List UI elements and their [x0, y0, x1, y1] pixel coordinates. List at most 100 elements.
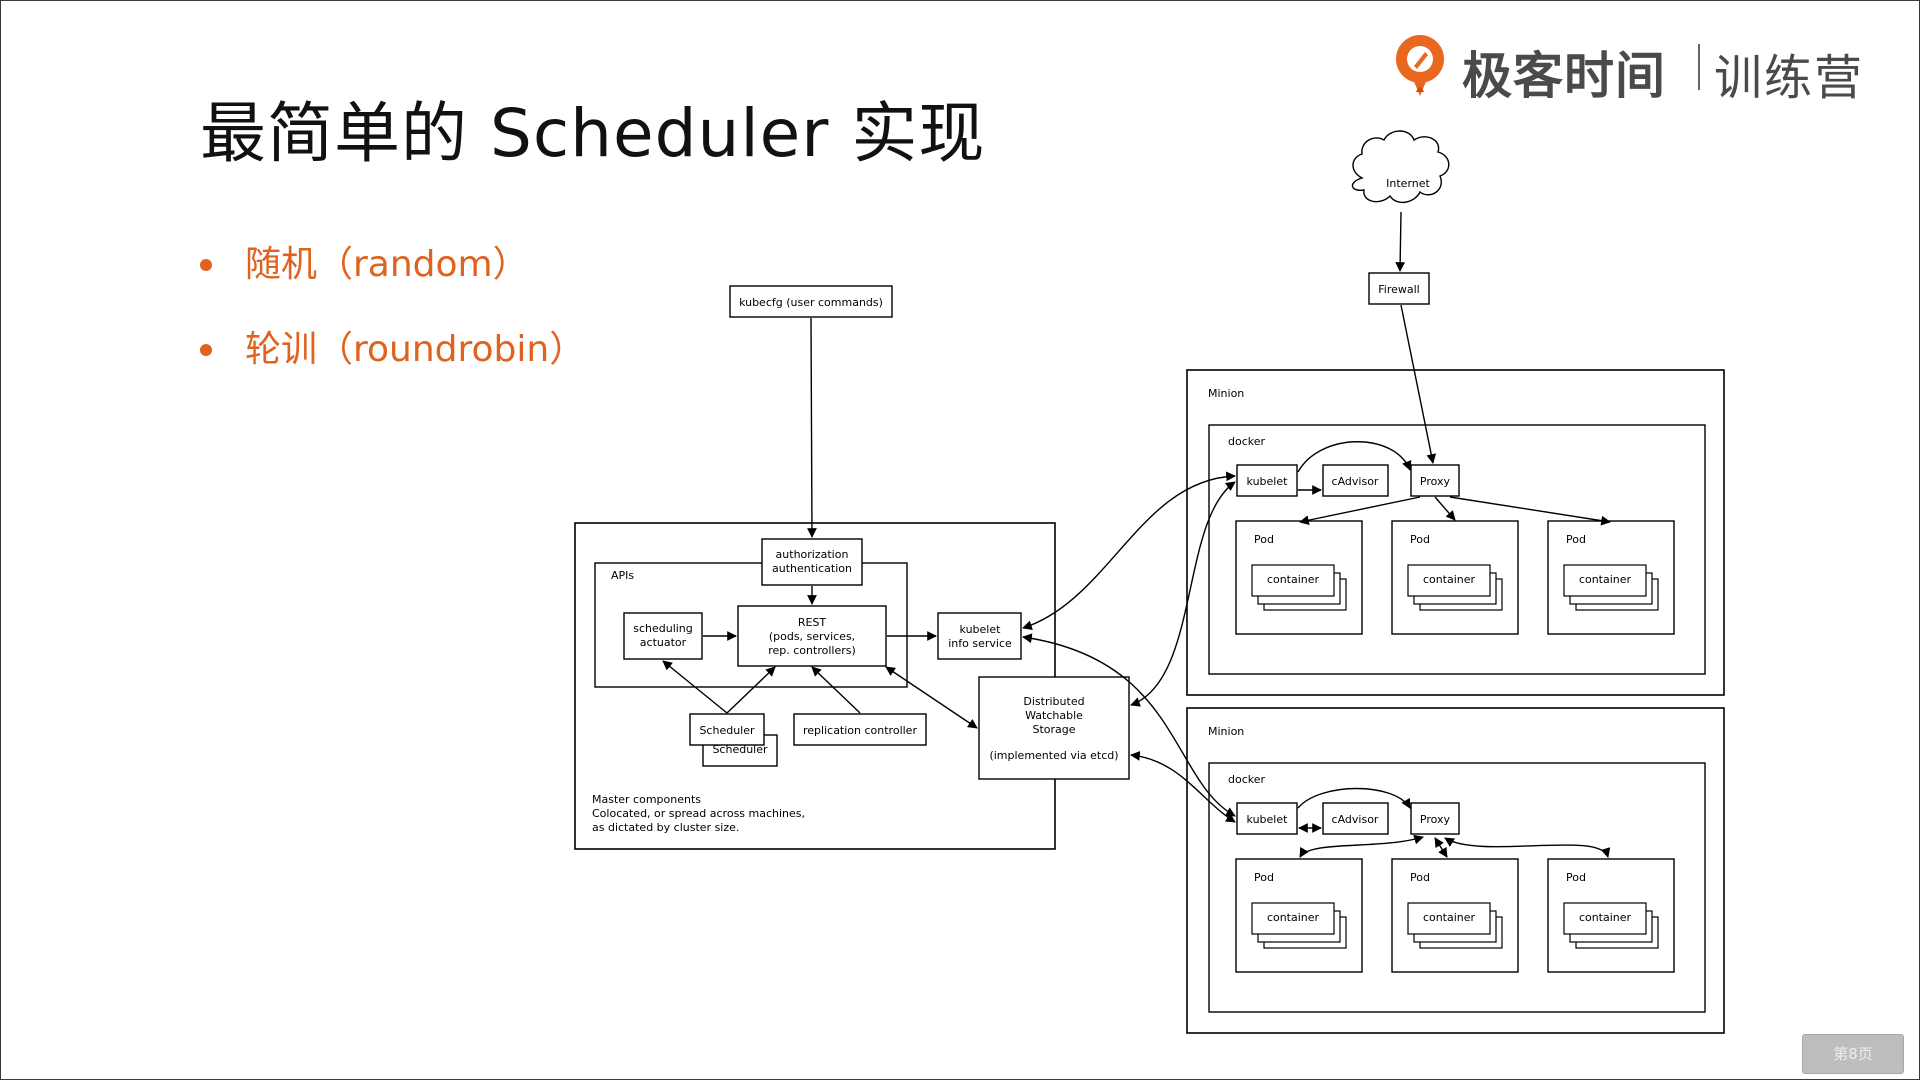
- slide-title: 最简单的 Scheduler 实现: [200, 95, 986, 172]
- rest-label-3: rep. controllers): [768, 644, 856, 657]
- proxy-label: Proxy: [1420, 475, 1451, 488]
- scheduling-actuator-label-2: actuator: [640, 636, 687, 649]
- storage-label-4: (implemented via etcd): [989, 749, 1118, 762]
- logo-mark-icon: [1396, 35, 1444, 96]
- internet-cloud: Internet: [1351, 130, 1450, 203]
- master-note-1: Master components: [592, 793, 701, 806]
- internet-label: Internet: [1386, 177, 1430, 190]
- container-label: container: [1579, 911, 1632, 924]
- proxy-label: Proxy: [1420, 813, 1451, 826]
- arrow-scheduler-to-actuator: [662, 660, 728, 714]
- kubelet-info-service-box: [937, 612, 1022, 660]
- pod-box: Pod container: [1547, 520, 1675, 635]
- arrow-rc-to-rest: [811, 666, 861, 714]
- firewall-label: Firewall: [1378, 283, 1419, 296]
- arrow-scheduler-to-rest: [726, 666, 776, 714]
- arrow-firewall-to-proxy: [1400, 304, 1437, 464]
- kubelet-info-label-1: kubelet: [960, 623, 1002, 636]
- pod-label: Pod: [1254, 871, 1274, 884]
- docker-label: docker: [1228, 773, 1266, 786]
- arrow-kubelet1-proxy: [1297, 441, 1412, 473]
- auth-label-1: authorization: [776, 548, 849, 561]
- pod-box: Pod container: [1235, 858, 1363, 973]
- pod-box: Pod container: [1391, 520, 1519, 635]
- container-label: container: [1423, 573, 1476, 586]
- bullet-text: 随机（random）: [245, 244, 529, 285]
- container-label: container: [1423, 911, 1476, 924]
- master-note-2: Colocated, or spread across machines,: [592, 807, 805, 820]
- scheduler-box: [689, 713, 765, 746]
- container-label: container: [1267, 573, 1320, 586]
- arrow-kubecfg-to-auth: [807, 317, 817, 538]
- pod-label: Pod: [1410, 533, 1430, 546]
- storage-label-3: Storage: [1032, 723, 1075, 736]
- pod-label: Pod: [1566, 533, 1586, 546]
- scheduling-actuator-label-1: scheduling: [633, 622, 693, 635]
- rest-label-1: REST: [798, 616, 827, 629]
- minion-node: Minion docker kubelet cAdvisor Proxy Pod…: [1186, 369, 1725, 696]
- minion-label: Minion: [1208, 387, 1244, 400]
- arrow-kubelet1-storage: [1130, 481, 1236, 707]
- arrow-internet-to-firewall: [1395, 211, 1406, 272]
- cadvisor-label: cAdvisor: [1332, 813, 1379, 826]
- scheduler-label-back: Scheduler: [712, 743, 768, 756]
- cadvisor-box: [1322, 464, 1389, 497]
- proxy-box: [1410, 802, 1460, 835]
- arrow-proxy2-pod3: [1444, 837, 1611, 858]
- kubelet-label: kubelet: [1247, 475, 1289, 488]
- rest-box: [737, 605, 887, 667]
- pod-label: Pod: [1566, 871, 1586, 884]
- storage-label-2: Watchable: [1025, 709, 1083, 722]
- container-label: container: [1579, 573, 1632, 586]
- replication-controller-label: replication controller: [803, 724, 917, 737]
- pod-box: Pod container: [1547, 858, 1675, 973]
- arrow-proxy1-pod2: [1434, 496, 1456, 521]
- logo-brand-text: 极客时间: [1462, 47, 1666, 105]
- arrow-proxy2-pod1: [1299, 834, 1424, 858]
- bullet-dot: [200, 344, 212, 356]
- auth-box: [761, 538, 863, 586]
- arrow-proxy2-pod2: [1434, 837, 1448, 858]
- arrow-proxy1-pod3: [1449, 496, 1611, 526]
- auth-label-2: authentication: [772, 562, 852, 575]
- scheduling-actuator-box: [623, 612, 703, 660]
- bullet-item: 随机（random）: [200, 240, 585, 325]
- kubecfg-box: [729, 285, 893, 318]
- apis-label: APIs: [611, 569, 634, 582]
- page-number-badge: 第8页: [1802, 1034, 1904, 1074]
- pod-label: Pod: [1254, 533, 1274, 546]
- kubelet-box: [1236, 464, 1298, 497]
- arrow-rest-storage: [885, 666, 978, 729]
- docker-label: docker: [1228, 435, 1266, 448]
- cadvisor-label: cAdvisor: [1332, 475, 1379, 488]
- arrow-kubelet2-proxy: [1297, 787, 1411, 809]
- bullet-list: 随机（random） 轮训（roundrobin）: [200, 240, 585, 410]
- minion-label: Minion: [1208, 725, 1244, 738]
- container-label: container: [1267, 911, 1320, 924]
- cadvisor-box: [1322, 802, 1389, 835]
- proxy-box: [1410, 464, 1460, 497]
- arrow-kubelet2-storage: [1130, 751, 1236, 823]
- diagram-connectors: [662, 211, 1611, 858]
- pod-box: Pod container: [1391, 858, 1519, 973]
- bullet-dot: [200, 259, 212, 271]
- kubelet-info-label-2: info service: [948, 637, 1012, 650]
- storage-label-1: Distributed: [1023, 695, 1084, 708]
- pod-box: Pod container: [1235, 520, 1363, 635]
- bullet-item: 轮训（roundrobin）: [200, 325, 585, 410]
- pod-label: Pod: [1410, 871, 1430, 884]
- logo-product-text: 训练营: [1714, 50, 1865, 106]
- rest-label-2: (pods, services,: [769, 630, 855, 643]
- master-note-3: as dictated by cluster size.: [592, 821, 739, 834]
- brand-logo: 极客时间 训练营: [1392, 30, 1862, 106]
- kubecfg-label: kubecfg (user commands): [739, 296, 883, 309]
- bullet-text: 轮训（roundrobin）: [245, 329, 586, 370]
- firewall-box: [1368, 272, 1430, 305]
- logo-divider: [1698, 44, 1700, 90]
- minion-node: Minion docker kubelet cAdvisor Proxy Pod…: [1186, 707, 1725, 1034]
- kubelet-label: kubelet: [1247, 813, 1289, 826]
- kubelet-box: [1236, 802, 1298, 835]
- arrow-proxy1-pod1: [1299, 496, 1421, 525]
- apis-box: [594, 562, 908, 688]
